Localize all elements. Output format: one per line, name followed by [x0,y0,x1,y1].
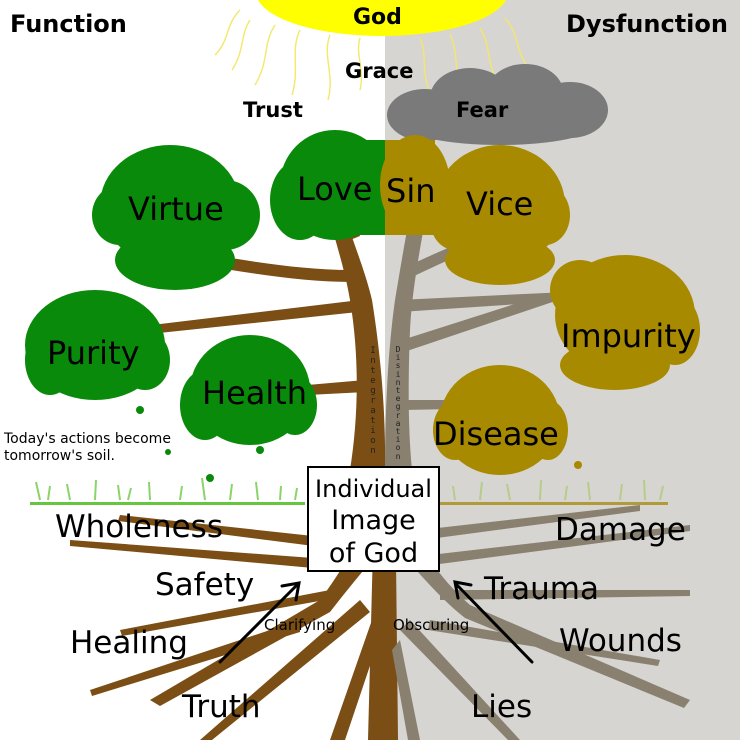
trunk-left-half [330,215,386,470]
vice-label: Vice [466,185,534,223]
foliage-right [380,135,700,475]
vice-canopy [430,145,570,285]
impurity-canopy [550,255,700,390]
fear-label: Fear [456,98,509,122]
purity-label: Purity [47,334,140,372]
grace-label: Grace [345,59,414,83]
health-label: Health [202,374,308,412]
impurity-label: Impurity [561,317,696,355]
center-line1: Individual [315,475,432,503]
safety-label: Safety [155,567,255,603]
love-canopy [270,130,390,240]
god-label: God [353,5,402,30]
ground-line-left [30,502,305,505]
wholeness-label: Wholeness [55,509,223,545]
wounds-label: Wounds [559,623,682,659]
disease-canopy [433,365,568,475]
fallen-leaves-left [136,406,264,482]
sun [258,0,506,36]
soil-note-line1: Today's actions become [4,431,171,447]
sin-label: Sin [386,172,436,210]
damage-label: Damage [555,512,686,548]
integration-label: I n t e g r a t i o n [370,346,376,456]
individual-image-of-god-box: Individual Image of God [307,466,440,572]
roots-right [390,480,690,740]
love-label: Love [297,170,373,208]
virtue-canopy [92,145,260,290]
obscuring-arrow [453,580,534,664]
foliage-left [25,130,390,445]
trust-label: Trust [243,98,303,122]
truth-label: Truth [182,689,261,725]
dysfunction-title: Dysfunction [566,10,728,38]
soil-note-line2: tomorrow's soil. [4,448,115,464]
virtue-label: Virtue [128,190,224,228]
disease-label: Disease [433,415,559,453]
function-title: Function [10,10,127,38]
health-canopy [180,335,317,445]
obscuring-label: Obscuring [393,616,470,634]
center-line2: Image [331,505,416,536]
trauma-label: Trauma [484,571,599,607]
grass-tufts-right [452,479,664,501]
healing-label: Healing [70,625,188,661]
clarifying-label: Clarifying [264,616,336,634]
ground-line-right [440,502,668,505]
center-line3: of God [328,538,419,569]
fallen-leaves-right [574,461,582,469]
disintegration-label: D i s i n t e g r a t i o n [395,345,401,461]
purity-canopy [25,290,170,400]
clarifying-arrow [218,581,301,664]
grass-tufts-left [35,477,298,501]
fear-cloud [387,64,608,145]
lies-label: Lies [471,689,533,725]
